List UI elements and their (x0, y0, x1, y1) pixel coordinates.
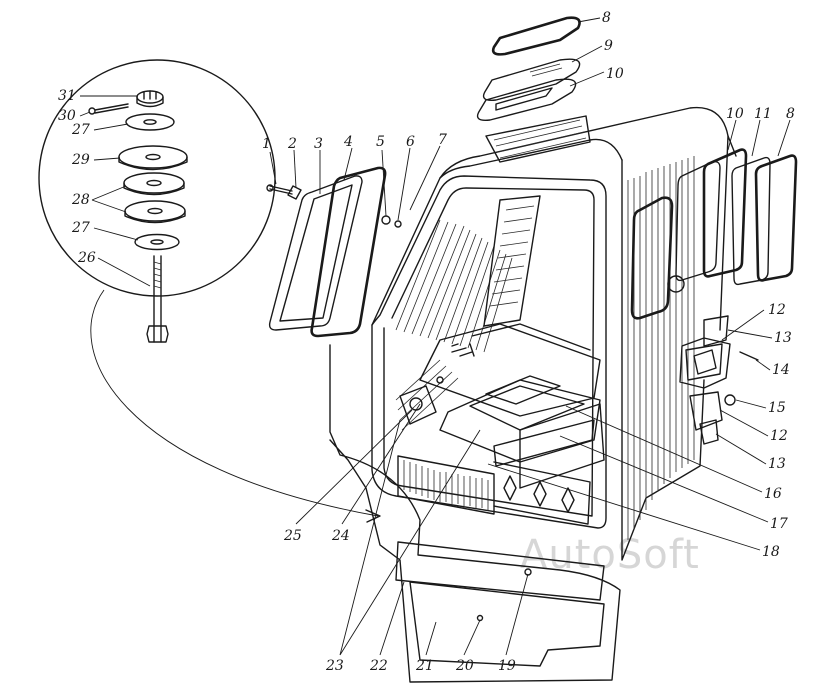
label-19: 19 (498, 658, 516, 674)
watermark: AutoSoft (520, 532, 700, 578)
label-26: 26 (77, 250, 96, 266)
rubber-pad-28-upper (123, 172, 185, 196)
label-13-top: 13 (774, 330, 792, 346)
leader-lines (79, 17, 791, 656)
side-window-left (630, 196, 674, 320)
label-18: 18 (762, 544, 780, 560)
detail-arrow (90, 289, 379, 517)
detail-arrowhead (365, 509, 381, 523)
cab-body (329, 106, 798, 683)
side-window-frame-11 (731, 156, 771, 286)
label-30: 30 (58, 108, 76, 124)
label-16: 16 (764, 486, 782, 502)
label-21: 21 (415, 658, 434, 674)
rubber-pad-28-lower (124, 200, 186, 224)
side-window-seal-8 (754, 154, 798, 282)
lower-panel-22 (395, 541, 605, 601)
label-8-side: 8 (786, 106, 795, 122)
label-23: 23 (325, 658, 344, 674)
label-12-top: 12 (768, 302, 786, 318)
label-4: 4 (343, 134, 353, 150)
nut-15 (724, 394, 736, 406)
bolt-1 (266, 184, 293, 195)
label-5: 5 (376, 134, 385, 150)
label-28: 28 (71, 192, 90, 208)
side-glass-seal-4 (310, 166, 387, 338)
label-31: 31 (58, 88, 76, 104)
cotter-pin (88, 103, 129, 115)
mount-plate-13-lower (699, 419, 719, 445)
label-7: 7 (438, 132, 447, 148)
label-25: 25 (283, 528, 302, 544)
washer-2 (287, 185, 302, 200)
label-15: 15 (768, 400, 786, 416)
part-labels: 1 2 3 4 5 6 7 8 9 10 10 11 8 12 13 14 15… (58, 10, 795, 674)
label-27-top: 27 (71, 122, 90, 138)
label-12-bottom: 12 (770, 428, 788, 444)
mount-bracket-12-lower (689, 391, 723, 431)
nut-5 (381, 215, 391, 225)
label-2: 2 (287, 136, 297, 152)
label-13-bottom: 13 (768, 456, 786, 472)
label-29: 29 (71, 152, 90, 168)
rubber-pad-29 (118, 145, 188, 171)
side-glass-frame-3 (268, 175, 363, 331)
label-10-top: 10 (606, 66, 624, 82)
bolt-14 (739, 351, 759, 361)
mount-plate-13 (703, 315, 729, 347)
label-8-top: 8 (602, 10, 611, 26)
roof-frame-10 (476, 78, 577, 121)
bolt-26 (146, 255, 169, 343)
label-3: 3 (314, 136, 323, 152)
label-14: 14 (772, 362, 790, 378)
label-1: 1 (262, 136, 271, 152)
label-9: 9 (604, 38, 613, 54)
detail-callout (38, 59, 381, 523)
label-17: 17 (770, 516, 788, 532)
label-27-bottom: 27 (71, 220, 90, 236)
label-6: 6 (406, 134, 415, 150)
label-11: 11 (754, 106, 772, 122)
washer-27-top (125, 113, 175, 131)
washer-27-bottom (134, 233, 180, 251)
label-24: 24 (331, 528, 350, 544)
roof-glass-9 (482, 58, 581, 101)
label-20: 20 (455, 658, 474, 674)
label-22: 22 (369, 658, 388, 674)
castle-nut (136, 90, 164, 108)
side-window-seal-10 (702, 148, 748, 278)
roof-seal-8 (491, 16, 581, 56)
washer-6 (394, 220, 402, 228)
lower-panel-21 (409, 581, 605, 667)
label-10-side: 10 (726, 106, 744, 122)
